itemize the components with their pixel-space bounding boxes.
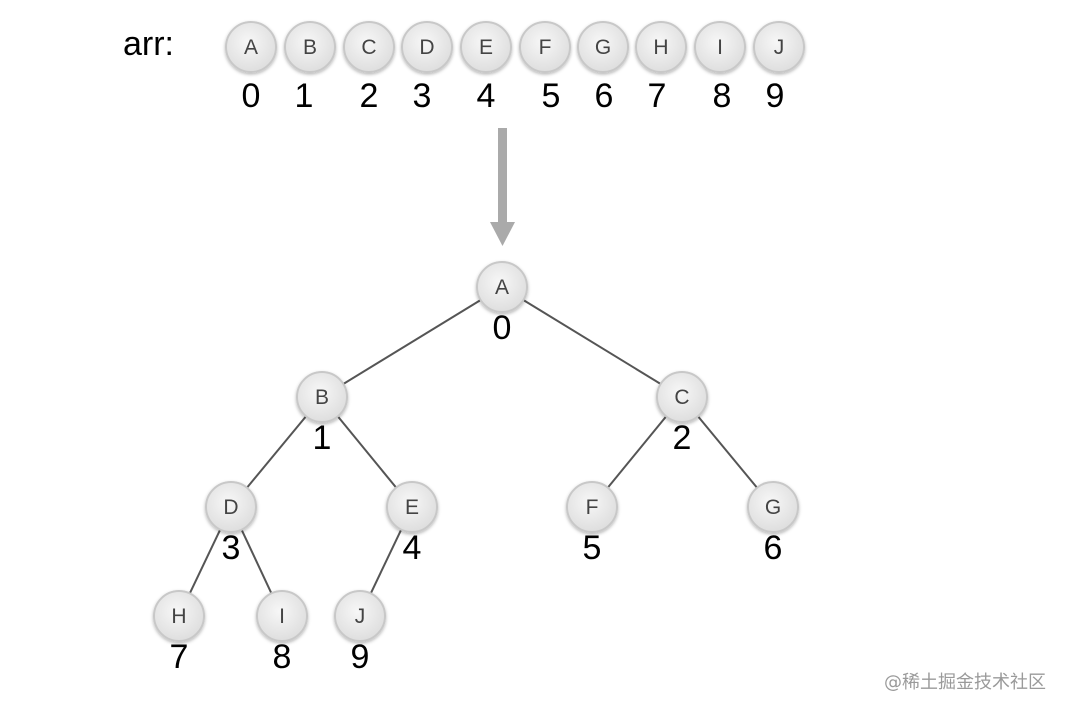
tree-node-value: E bbox=[405, 496, 419, 519]
tree-node-value: C bbox=[674, 386, 689, 409]
tree-node-circle bbox=[476, 261, 528, 313]
arrow-shaft bbox=[498, 128, 507, 224]
tree-node-index: 9 bbox=[351, 638, 370, 676]
array-cell-circle bbox=[343, 21, 395, 73]
array-cell-j: J9 bbox=[753, 21, 805, 115]
tree-node-circle bbox=[153, 590, 205, 642]
array-cell-circle bbox=[460, 21, 512, 73]
array-cell-b: B1 bbox=[284, 21, 336, 115]
tree-node-value: F bbox=[586, 496, 599, 519]
tree-node-circle bbox=[566, 481, 618, 533]
array-cell-value: I bbox=[717, 36, 723, 59]
array-cell-value: H bbox=[653, 36, 668, 59]
tree-node-value: J bbox=[355, 605, 366, 628]
tree-edge-d-i bbox=[240, 529, 273, 594]
tree-edge-c-f bbox=[607, 415, 667, 489]
array-cell-circle bbox=[577, 21, 629, 73]
array-cell-index: 7 bbox=[648, 77, 667, 115]
tree-edge-b-e bbox=[337, 415, 397, 489]
tree-node-circle bbox=[296, 371, 348, 423]
tree-node-circle bbox=[205, 481, 257, 533]
array-cell-index: 4 bbox=[477, 77, 496, 115]
tree-node-j: J9 bbox=[334, 590, 386, 676]
tree-node-c: C2 bbox=[656, 371, 708, 457]
tree-edge-a-c bbox=[522, 299, 662, 385]
array-cell-f: F5 bbox=[519, 21, 571, 115]
tree-node-i: I8 bbox=[256, 590, 308, 676]
tree-edge-e-j bbox=[369, 529, 403, 594]
tree-node-index: 4 bbox=[403, 529, 422, 567]
array-cell-value: J bbox=[774, 36, 785, 59]
array-cell-circle bbox=[753, 21, 805, 73]
array-cell-g: G6 bbox=[577, 21, 629, 115]
array-cell-index: 5 bbox=[542, 77, 561, 115]
tree-edge-c-g bbox=[697, 415, 758, 489]
array-cell-circle bbox=[519, 21, 571, 73]
tree-node-value: D bbox=[223, 496, 238, 519]
array-cell-c: C2 bbox=[343, 21, 395, 115]
array-cell-circle bbox=[284, 21, 336, 73]
array-cell-circle bbox=[635, 21, 687, 73]
tree-node-circle bbox=[334, 590, 386, 642]
array-cell-value: B bbox=[303, 36, 317, 59]
array-cell-circle bbox=[401, 21, 453, 73]
array-cell-index: 3 bbox=[413, 77, 432, 115]
array-cell-value: E bbox=[479, 36, 493, 59]
tree-node-index: 3 bbox=[222, 529, 241, 567]
tree-node-b: B1 bbox=[296, 371, 348, 457]
array-cell-e: E4 bbox=[460, 21, 512, 115]
tree-node-circle bbox=[656, 371, 708, 423]
tree-node-index: 7 bbox=[170, 638, 189, 676]
tree-edge-d-h bbox=[188, 529, 222, 594]
tree-node-value: I bbox=[279, 605, 285, 628]
tree-node-circle bbox=[256, 590, 308, 642]
array-cell-circle bbox=[225, 21, 277, 73]
tree-node-value: A bbox=[495, 276, 509, 299]
tree-node-h: H7 bbox=[153, 590, 205, 676]
tree-edges bbox=[188, 299, 758, 594]
array-cell-value: G bbox=[595, 36, 611, 59]
array-cell-value: A bbox=[244, 36, 258, 59]
array-cell-d: D3 bbox=[401, 21, 453, 115]
tree-node-value: H bbox=[171, 605, 186, 628]
tree-node-circle bbox=[386, 481, 438, 533]
array-cell-a: A0 bbox=[225, 21, 277, 115]
array-cell-index: 9 bbox=[766, 77, 785, 115]
array-cell-index: 2 bbox=[360, 77, 379, 115]
array-cell-index: 0 bbox=[242, 77, 261, 115]
conversion-arrow bbox=[490, 128, 515, 246]
watermark: @稀土掘金技术社区 bbox=[884, 672, 1046, 693]
tree-node-value: B bbox=[315, 386, 329, 409]
array-label: arr: bbox=[123, 25, 174, 63]
tree-node-value: G bbox=[765, 496, 781, 519]
array-cell-i: I8 bbox=[694, 21, 746, 115]
tree-node-d: D3 bbox=[205, 481, 257, 567]
array-cell-index: 1 bbox=[295, 77, 314, 115]
array-cell-value: D bbox=[419, 36, 434, 59]
tree-node-index: 5 bbox=[583, 529, 602, 567]
tree-node-index: 8 bbox=[273, 638, 292, 676]
tree-node-index: 6 bbox=[764, 529, 783, 567]
tree-node-index: 2 bbox=[673, 419, 692, 457]
tree-edge-b-d bbox=[246, 415, 307, 489]
tree-edge-a-b bbox=[342, 299, 482, 385]
tree-node-f: F5 bbox=[566, 481, 618, 567]
array-cell-index: 8 bbox=[713, 77, 732, 115]
tree-node-circle bbox=[747, 481, 799, 533]
array-cell-value: F bbox=[539, 36, 552, 59]
array-cell-circle bbox=[694, 21, 746, 73]
tree-node-e: E4 bbox=[386, 481, 438, 567]
tree-node-index: 0 bbox=[493, 309, 512, 347]
tree-node-g: G6 bbox=[747, 481, 799, 567]
array-cell-index: 6 bbox=[595, 77, 614, 115]
tree-node-a: A0 bbox=[476, 261, 528, 347]
array-cell-h: H7 bbox=[635, 21, 687, 115]
tree-node-index: 1 bbox=[313, 419, 332, 457]
array-cell-value: C bbox=[361, 36, 376, 59]
arrow-head bbox=[490, 222, 515, 246]
